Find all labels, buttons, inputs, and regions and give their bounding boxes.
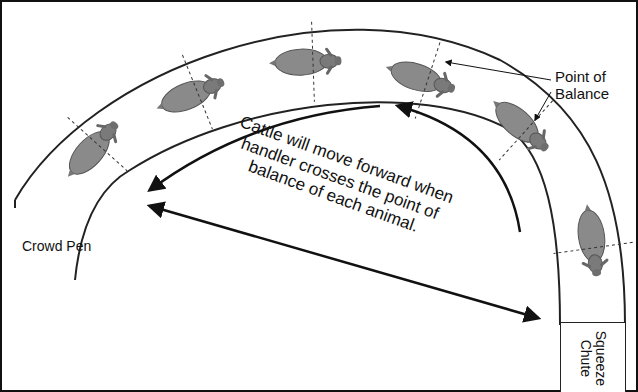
chute-box: Squeeze Chute [560,322,626,392]
area-label: Crowd Pen [22,238,92,254]
callout-label: Point of Balance [555,68,635,103]
inner-wall [75,102,560,325]
pen-wall [14,200,16,208]
outer-wall [15,30,625,325]
movement-arrows [150,106,538,318]
box-text: Squeeze Chute [578,324,609,392]
cattle [38,21,637,282]
instruction-text: Cattle will move forward when handler cr… [207,106,473,251]
leader-lines [446,62,551,120]
